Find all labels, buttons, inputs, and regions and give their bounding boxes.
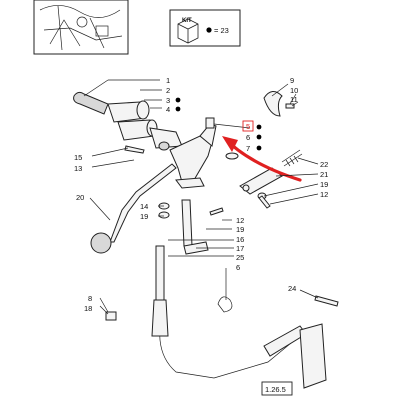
callout-3: 3	[166, 96, 170, 105]
reference-box: 1.26.5	[261, 381, 293, 396]
callout-19-right: 19	[320, 180, 328, 189]
callout-25: 25	[236, 253, 244, 262]
callout-11: 11	[290, 95, 298, 104]
callout-6-upper: 6	[246, 133, 250, 142]
kit-label: KIT	[182, 18, 192, 24]
kit-dot-icon	[206, 27, 212, 33]
callout-9: 9	[290, 76, 294, 85]
kit-box-icon	[177, 18, 199, 44]
callout-24: 24	[288, 284, 296, 293]
kit-dot-icon	[175, 106, 181, 112]
callout-5-box	[242, 120, 254, 132]
callout-19-mid: 19	[236, 225, 244, 234]
callout-20: 20	[76, 193, 84, 202]
callout-7: 7	[246, 144, 250, 153]
kit-dot-icon	[256, 124, 262, 130]
callout-labels: 1 2 3 4 5 6 7 9 10 11 15 13 20 14 19 12 …	[74, 76, 328, 313]
callout-5: 5	[246, 122, 250, 131]
callout-19-left: 19	[140, 212, 148, 221]
kit-count: = 23	[214, 26, 229, 35]
assembly-drawing	[73, 91, 339, 389]
reference-label: 1.26.5	[265, 385, 286, 394]
callout-14: 14	[140, 202, 148, 211]
kit-dot-icon	[256, 134, 262, 140]
callout-18: 18	[84, 304, 92, 313]
kit-legend: KIT = 23	[169, 9, 241, 47]
kit-dot-icon	[256, 145, 262, 151]
callout-16: 16	[236, 235, 244, 244]
callout-8: 8	[88, 294, 92, 303]
callout-4: 4	[166, 105, 170, 114]
callout-15: 15	[74, 153, 82, 162]
callout-13: 13	[74, 164, 82, 173]
callout-10: 10	[290, 86, 298, 95]
inset-thumbnail	[33, 0, 129, 55]
callout-12-right: 12	[320, 190, 328, 199]
kit-dot-icon	[175, 97, 181, 103]
callout-12-mid: 12	[236, 216, 244, 225]
callout-22: 22	[320, 160, 328, 169]
callout-21: 21	[320, 170, 328, 179]
callout-17: 17	[236, 244, 244, 253]
leader-lines	[83, 79, 319, 315]
highlight-arrow	[222, 136, 302, 182]
callout-1: 1	[166, 76, 170, 85]
callout-6: 6	[236, 263, 240, 272]
callout-2: 2	[166, 86, 170, 95]
